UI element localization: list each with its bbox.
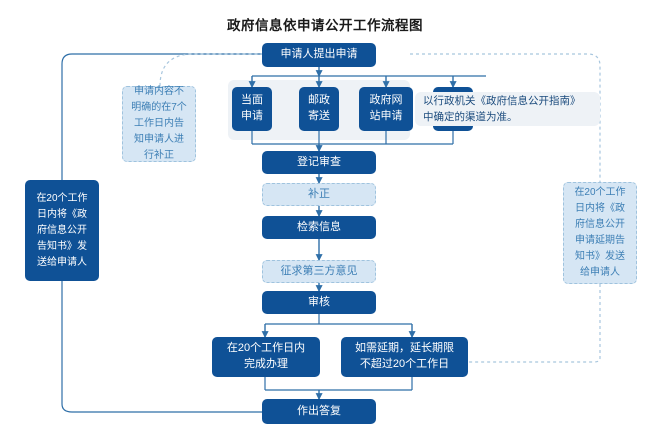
note-correction-7-days[interactable]: 申请内容不 明确的在7个 工作日内告 知申请人进 行补正 xyxy=(122,86,196,162)
node-registration-review[interactable]: 登记审查 xyxy=(262,151,376,174)
node-extension-allowed[interactable]: 如需延期，延长期限 不超过20个工作日 xyxy=(341,337,468,377)
note-channel-source: 以行政机关《政府信息公开指南》 中确定的渠道为准。 xyxy=(415,92,600,126)
node-correction[interactable]: 补正 xyxy=(262,183,376,206)
node-make-reply[interactable]: 作出答复 xyxy=(262,399,376,424)
node-third-party-opinion[interactable]: 征求第三方意见 xyxy=(262,260,376,283)
node-channel-postal[interactable]: 邮政 寄送 xyxy=(299,87,339,131)
node-start[interactable]: 申请人提出申请 xyxy=(262,43,376,67)
node-approval[interactable]: 审核 xyxy=(262,291,376,314)
node-channel-in-person[interactable]: 当面 申请 xyxy=(232,87,272,131)
note-left-20-day-notice[interactable]: 在20个工作 日内将《政 府信息公开 告知书》发 送给申请人 xyxy=(25,180,99,281)
node-channel-website[interactable]: 政府网 站申请 xyxy=(359,87,413,131)
node-complete-within-20-days[interactable]: 在20个工作日内 完成办理 xyxy=(212,337,320,377)
page-title: 政府信息依申请公开工作流程图 xyxy=(227,18,423,33)
node-search-information[interactable]: 检索信息 xyxy=(262,216,376,239)
note-right-extension-notice[interactable]: 在20个工作 日内将《政 府信息公开 申请延期告 知书》发送 给申请人 xyxy=(563,182,637,284)
